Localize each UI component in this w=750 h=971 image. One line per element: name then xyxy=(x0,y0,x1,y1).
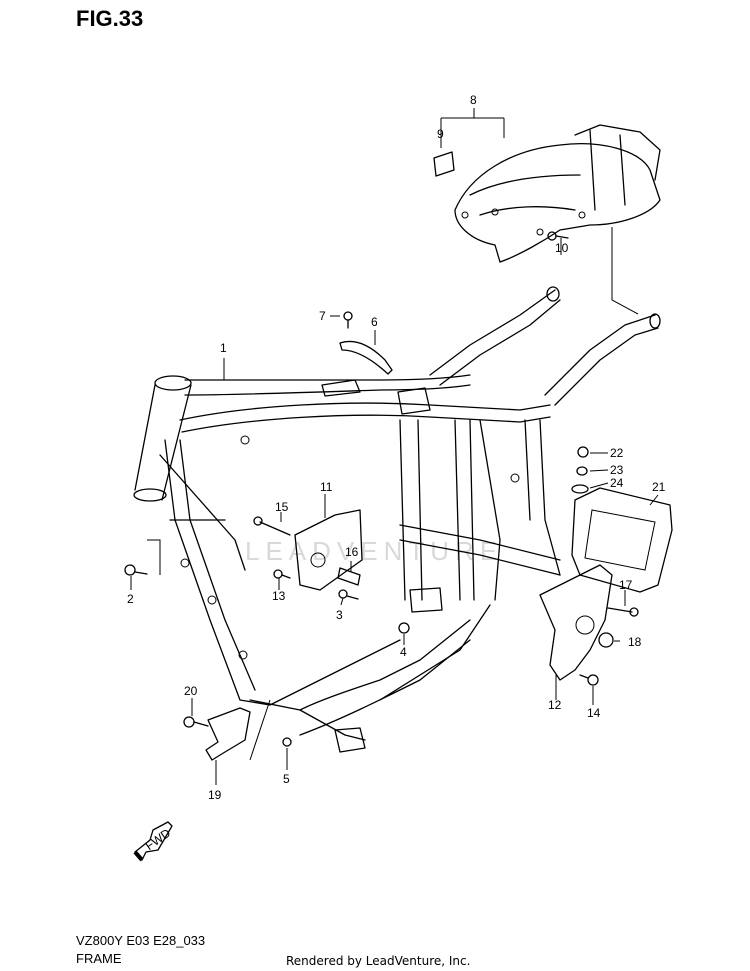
spacer-16-part xyxy=(337,567,361,586)
leader-lines xyxy=(130,108,659,785)
bolt-14-part xyxy=(579,674,599,686)
bracket-21-part xyxy=(571,487,673,593)
bracket-19-part xyxy=(205,707,251,761)
plate-12-part xyxy=(539,564,613,681)
nut-4-part xyxy=(398,622,410,634)
callout-21: 21 xyxy=(652,480,666,494)
callout-13: 13 xyxy=(272,589,286,603)
callout-12: 12 xyxy=(548,698,562,712)
callout-22: 22 xyxy=(610,446,624,460)
plate-11-part xyxy=(294,509,363,591)
bolt-7-part xyxy=(343,311,353,329)
figure-title: FIG.33 xyxy=(76,6,144,31)
callout-6: 6 xyxy=(371,315,378,329)
stay-part xyxy=(339,340,393,375)
callout-1: 1 xyxy=(220,341,227,355)
callout-15: 15 xyxy=(275,500,289,514)
watermark: LEADVENTURE xyxy=(245,536,503,566)
callout-8: 8 xyxy=(470,93,477,107)
callout-4: 4 xyxy=(400,645,407,659)
label-plate-part xyxy=(433,151,455,177)
bolt-2-part xyxy=(124,564,148,576)
rendered-by-credit: Rendered by LeadVenture, Inc. xyxy=(286,954,471,968)
bolt-3-part xyxy=(338,589,359,600)
callout-16: 16 xyxy=(345,545,359,559)
fwd-arrow-icon: FWD xyxy=(133,821,173,862)
callout-3: 3 xyxy=(336,608,343,622)
callout-7: 7 xyxy=(319,309,326,323)
callout-24: 24 xyxy=(610,476,624,490)
callout-23: 23 xyxy=(610,463,624,477)
callout-17: 17 xyxy=(619,578,633,592)
model-code: VZ800Y E03 E28_033 xyxy=(76,933,206,948)
bolt-15-part xyxy=(259,521,291,536)
collar-24-part xyxy=(571,484,589,494)
cushion-23-part xyxy=(576,466,588,476)
callout-11: 11 xyxy=(320,480,333,494)
bolt-17-part xyxy=(607,607,639,617)
callout-5: 5 xyxy=(283,772,290,786)
callout-14: 14 xyxy=(587,706,601,720)
callout-19: 19 xyxy=(208,788,222,802)
callout-18: 18 xyxy=(628,635,642,649)
bolt-20-part xyxy=(183,716,209,728)
callout-10: 10 xyxy=(555,241,569,255)
main-frame-part xyxy=(133,286,661,753)
callout-9: 9 xyxy=(437,127,444,141)
damper-18-part xyxy=(598,632,614,648)
bolt-22-part xyxy=(577,446,589,458)
section-name: FRAME xyxy=(76,951,122,966)
callout-20: 20 xyxy=(184,684,198,698)
bolt-5-part xyxy=(282,737,292,747)
bolt-13-part xyxy=(273,569,291,579)
rear-fender-part xyxy=(454,124,661,263)
bolt-10-part xyxy=(547,231,569,241)
callout-2: 2 xyxy=(127,592,134,606)
